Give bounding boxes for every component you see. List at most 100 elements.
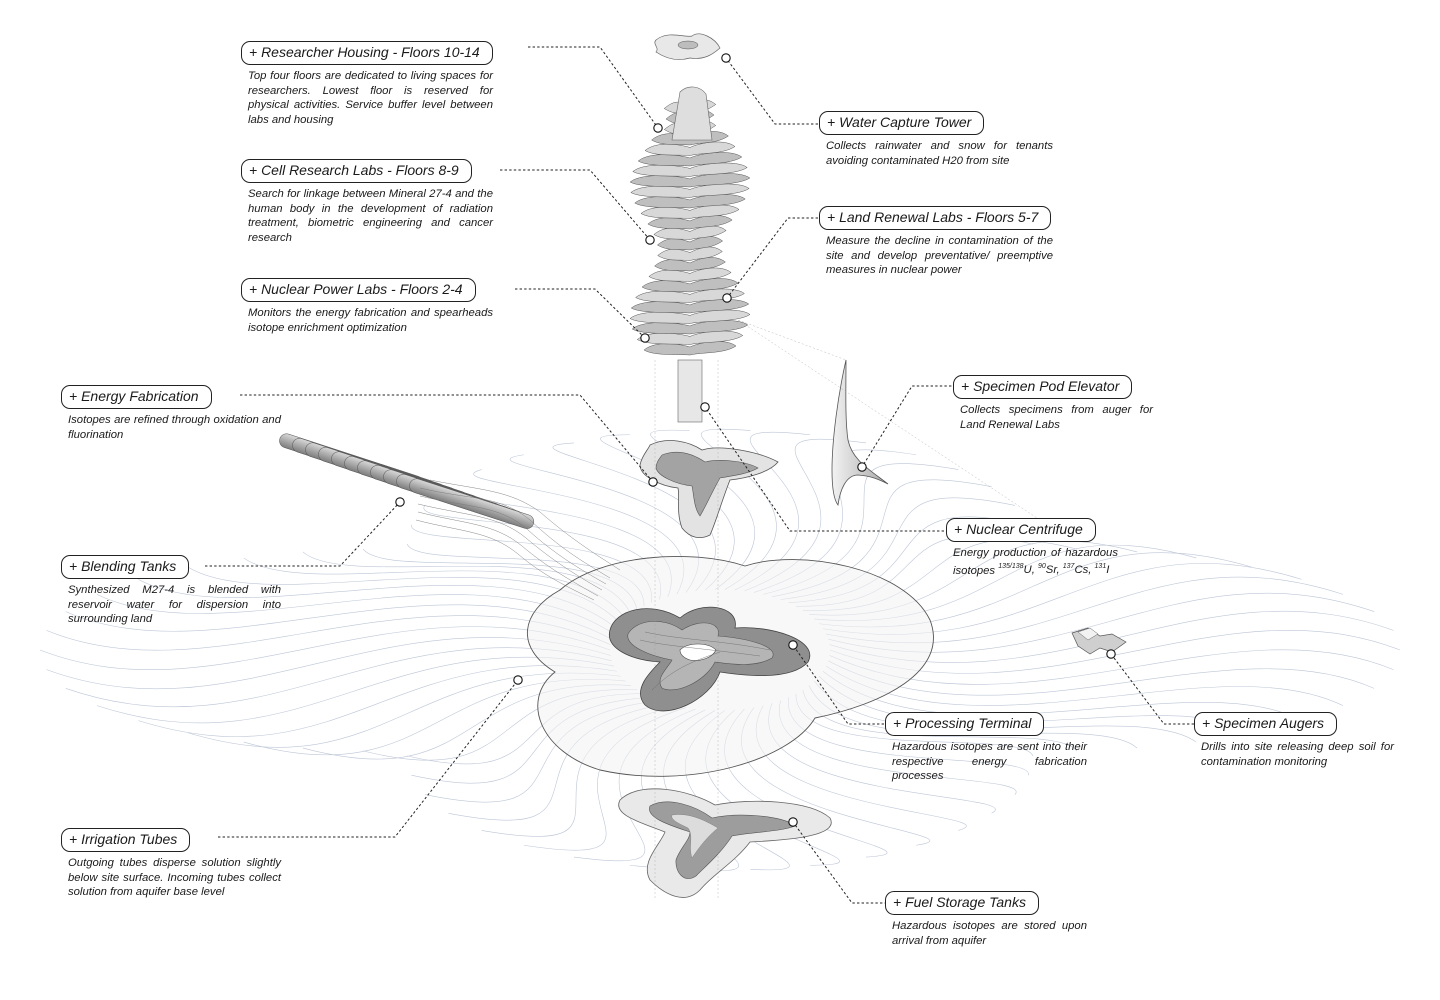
anchor-dot [648, 477, 658, 487]
callout-title: + Cell Research Labs - Floors 8-9 [241, 159, 472, 183]
tower-floor-fin [657, 246, 723, 261]
leader-line [704, 406, 944, 532]
callout-energy-fabrication: + Energy Fabrication Isotopes are refine… [61, 385, 281, 442]
callout-title: + Energy Fabrication [61, 385, 212, 409]
specimen-augers-form [1071, 627, 1127, 655]
callout-description: Top four floors are dedicated to living … [248, 70, 493, 126]
fuel-storage-tanks-form [618, 788, 832, 898]
mesh-curve [825, 665, 1344, 706]
anchor-dot [788, 817, 798, 827]
mesh-curve [65, 647, 612, 708]
callout-description: Collects rainwater and snow for tenants … [826, 140, 1053, 167]
leader-line [205, 501, 401, 567]
tower-floor-fin [643, 341, 737, 356]
callout-description: Synthesized M27-4 is blended with reserv… [68, 584, 281, 626]
callout-title: + Water Capture Tower [819, 111, 985, 135]
water-capture-cap-core [677, 40, 699, 50]
callout-title: + Nuclear Power Labs - Floors 2-4 [241, 278, 476, 302]
anchor-dot [395, 497, 405, 507]
callout-description: Isotopes are refined through oxidation a… [68, 414, 281, 441]
tower-floor-fin [637, 152, 743, 167]
callout-irrigation-tubes: + Irrigation Tubes Outgoing tubes disper… [61, 828, 281, 900]
callout-description: Monitors the energy fabrication and spea… [248, 307, 493, 334]
blending-tank-cylinder [409, 478, 535, 529]
tower-floor-fin [630, 183, 750, 198]
tower-floor-fin [648, 267, 732, 282]
specimen-pod-elevator-form [831, 359, 889, 506]
tower-floor-fin [653, 225, 727, 240]
leader-line [515, 288, 646, 339]
callout-title: + Fuel Storage Tanks [885, 891, 1039, 915]
tower-floor-fin [640, 204, 740, 219]
isotope-mass: 131 [1094, 563, 1107, 571]
callout-title: + Researcher Housing - Floors 10-14 [241, 41, 493, 65]
isotope-list: 135/138U, 90Sr, 137Cs, 131I [998, 563, 1110, 577]
anchor-dot [645, 235, 655, 245]
callout-specimen-augers: + Specimen Augers Drills into site relea… [1194, 712, 1394, 769]
callout-title: + Land Renewal Labs - Floors 5-7 [819, 206, 1052, 230]
mesh-curve [187, 672, 621, 748]
leader-line [1110, 653, 1194, 725]
callout-title: + Nuclear Centrifuge [946, 518, 1096, 542]
tower-floor-fin [636, 330, 744, 345]
callout-title: + Processing Terminal [885, 712, 1045, 736]
anchor-dot [857, 462, 867, 472]
tower-floor-fin [647, 215, 733, 230]
mesh-curve [138, 665, 618, 737]
callout-researcher-housing: + Researcher Housing - Floors 10-14 Top … [241, 41, 493, 127]
anchor-dot [788, 640, 798, 650]
mesh-curve [822, 671, 1302, 721]
tower-floor-fin [644, 141, 736, 156]
tower-spine-top [671, 86, 713, 141]
callout-description: Search for linkage between Mineral 27-4 … [248, 188, 493, 244]
tower-floor-fin [656, 236, 723, 251]
callout-land-renewal-labs: + Land Renewal Labs - Floors 5-7 Measure… [819, 206, 1053, 278]
leader-line [500, 169, 651, 241]
research-tower-form [629, 86, 751, 423]
anchor-dot [700, 402, 710, 412]
tower-floor-fin [635, 288, 745, 303]
callout-description: Energy production of hazardous isotopes … [953, 546, 1118, 578]
anchor-dot [513, 675, 523, 685]
callout-description: Hazardous isotopes are stored upon arriv… [892, 920, 1087, 947]
callout-nuclear-centrifuge: + Nuclear Centrifuge Energy production o… [946, 518, 1118, 578]
leader-line [726, 217, 818, 299]
tower-floor-fin [630, 299, 750, 314]
anchor-dot [640, 333, 650, 343]
tower-floor-fin [654, 257, 726, 272]
callout-description: Measure the decline in contamination of … [826, 235, 1053, 277]
callout-description: Outgoing tubes disperse solution slightl… [68, 857, 281, 899]
callout-description: Collects specimens from auger for Land R… [960, 404, 1153, 431]
callout-cell-research-labs: + Cell Research Labs - Floors 8-9 Search… [241, 159, 493, 245]
callout-title: + Specimen Pod Elevator [953, 375, 1133, 399]
isotope-mass: 135/138 [998, 563, 1024, 571]
blending-tanks-form [279, 433, 621, 601]
mesh-curve [46, 615, 611, 651]
anchor-dot [722, 293, 732, 303]
callout-blending-tanks: + Blending Tanks Synthesized M27-4 is bl… [61, 555, 281, 627]
leader-line [218, 679, 519, 838]
processing-terminal-form [609, 606, 811, 712]
isotope-mass: 137 [1062, 563, 1075, 571]
callout-title: + Specimen Augers [1194, 712, 1338, 736]
callout-nuclear-power-labs: + Nuclear Power Labs - Floors 2-4 Monito… [241, 278, 493, 335]
mesh-curve [828, 660, 1375, 696]
tower-floor-fin [632, 162, 748, 177]
tower-base-shaft [677, 359, 703, 423]
tower-floor-fin [634, 194, 746, 209]
leader-line [725, 57, 818, 125]
callout-specimen-pod-elevator: + Specimen Pod Elevator Collects specime… [953, 375, 1153, 432]
leader-line [528, 46, 659, 129]
centrifuge-desc-text: Energy production of hazardous isotopes [953, 547, 1118, 577]
isotope-element: Cs [1074, 564, 1089, 577]
leader-line [240, 394, 654, 483]
callout-title: + Blending Tanks [61, 555, 190, 579]
leader-line [861, 385, 956, 468]
mesh-curve [39, 626, 611, 670]
nuclear-centrifuge-form [639, 440, 779, 539]
isotope-element: I [1106, 564, 1110, 577]
callout-processing-terminal: + Processing Terminal Hazardous isotopes… [885, 712, 1087, 784]
anchor-dot [653, 123, 663, 133]
tower-floor-fin [631, 320, 749, 335]
